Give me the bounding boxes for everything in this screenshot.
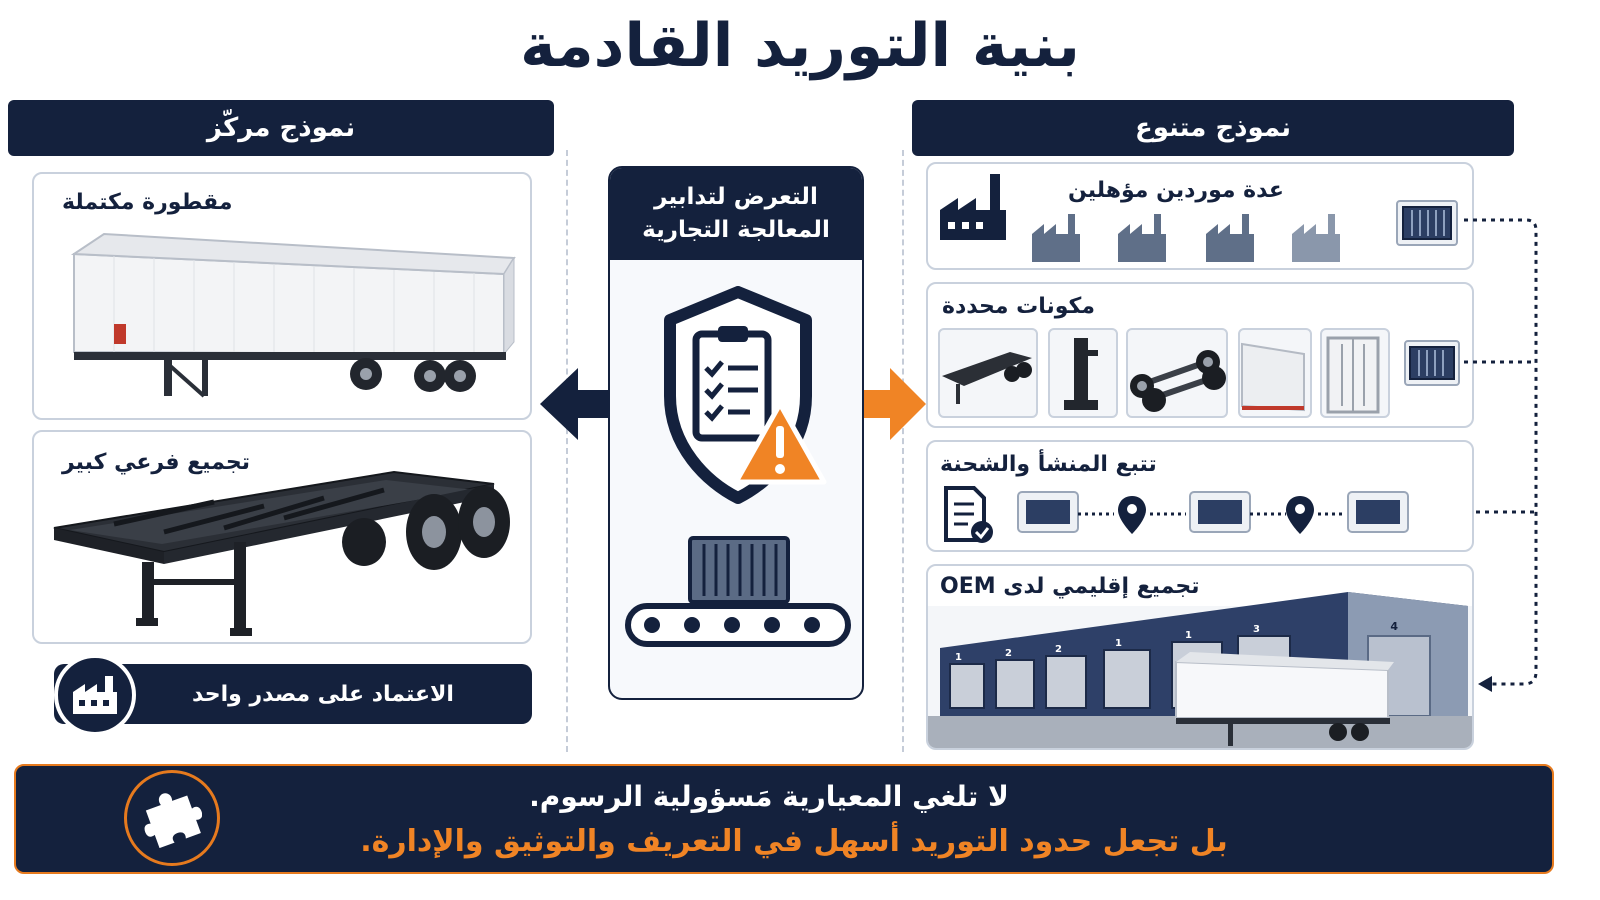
dock-number-4: 1: [1115, 638, 1122, 649]
key-message-banner: لا تلغي المعيارية مَسؤولية الرسوم. بل تج…: [14, 764, 1554, 874]
container-icon: [1396, 200, 1458, 246]
regional-oem-assembly-row: تجميع إقليمي لدى OEM 1 2 2 1 1 3 4: [926, 564, 1474, 750]
component-panel-thumb: [1238, 328, 1312, 418]
left-divider: [566, 150, 568, 752]
trade-remedy-line2: المعالجة التجارية: [642, 217, 830, 243]
dock-number-5: 1: [1185, 630, 1192, 641]
qualified-suppliers-row: عدة موردين مؤهلين: [926, 162, 1474, 270]
banner-line-2: بل تجعل حدود التوريد أسهل في التعريف وال…: [360, 824, 1228, 859]
suppliers-factories-image: [940, 174, 1340, 262]
focused-model-header: نموذج مركّز: [8, 100, 554, 156]
dock-number-1: 1: [955, 652, 962, 663]
component-chassis-thumb: [938, 328, 1038, 418]
document-check-icon: [944, 486, 993, 543]
regional-oem-assembly-title: تجميع إقليمي لدى OEM: [940, 574, 1200, 599]
diversified-model-header: نموذج متنوع: [912, 100, 1514, 156]
defined-components-title: مكونات محددة: [942, 294, 1095, 319]
origin-tracking-chain: [944, 486, 1409, 543]
trade-remedy-heading: التعرض لتدابير المعالجة التجارية: [610, 168, 862, 260]
right-divider: [902, 150, 904, 752]
subassembly-card: تجميع فرعي كبير: [32, 430, 532, 644]
single-source-label: الاعتماد على مصدر واحد: [192, 681, 454, 707]
complete-trailer-title: مقطورة مكتملة: [62, 190, 233, 215]
trade-remedy-line1: التعرض لتدابير: [654, 183, 818, 210]
dock-number-3: 2: [1055, 644, 1062, 655]
component-landing-gear-thumb: [1048, 328, 1118, 418]
component-axles-thumb: [1126, 328, 1228, 418]
page-title: بنية التوريد القادمة: [520, 11, 1080, 81]
qualified-suppliers-title: عدة موردين مؤهلين: [1068, 178, 1284, 203]
banner-line-1: لا تلغي المعيارية مَسؤولية الرسوم.: [529, 780, 1009, 813]
complete-trailer-image: [70, 232, 516, 398]
container-conveyor-icon: [625, 536, 851, 647]
puzzle-icon: [124, 770, 220, 866]
shield-checklist-warning-icon: [664, 286, 827, 504]
dock-number-2: 2: [1005, 648, 1012, 659]
subassembly-title: تجميع فرعي كبير: [62, 450, 251, 475]
component-rear-door-thumb: [1320, 328, 1390, 418]
defined-components-row: مكونات محددة: [926, 282, 1474, 428]
dock-number-7: 4: [1390, 620, 1398, 633]
focused-model-header-label: نموذج مركّز: [206, 113, 356, 143]
complete-trailer-card: مقطورة مكتملة: [32, 172, 532, 420]
factory-icon: [54, 654, 136, 736]
chassis-image: [53, 470, 510, 636]
diversified-model-header-label: نموذج متنوع: [1135, 113, 1292, 143]
trade-remedy-exposure-panel: التعرض لتدابير المعالجة التجارية: [608, 166, 864, 700]
dock-number-6: 3: [1253, 624, 1260, 635]
origin-tracking-row: تتبع المنشأ والشحنة: [926, 440, 1474, 552]
oem-facility-image: 1 2 2 1 1 3 4: [928, 592, 1472, 748]
arrow-right-icon: [862, 368, 926, 440]
container-icon: [1404, 340, 1460, 386]
arrow-left-icon: [540, 368, 610, 440]
supply-flow-connector: [1464, 218, 1538, 692]
origin-tracking-title: تتبع المنشأ والشحنة: [940, 452, 1157, 477]
